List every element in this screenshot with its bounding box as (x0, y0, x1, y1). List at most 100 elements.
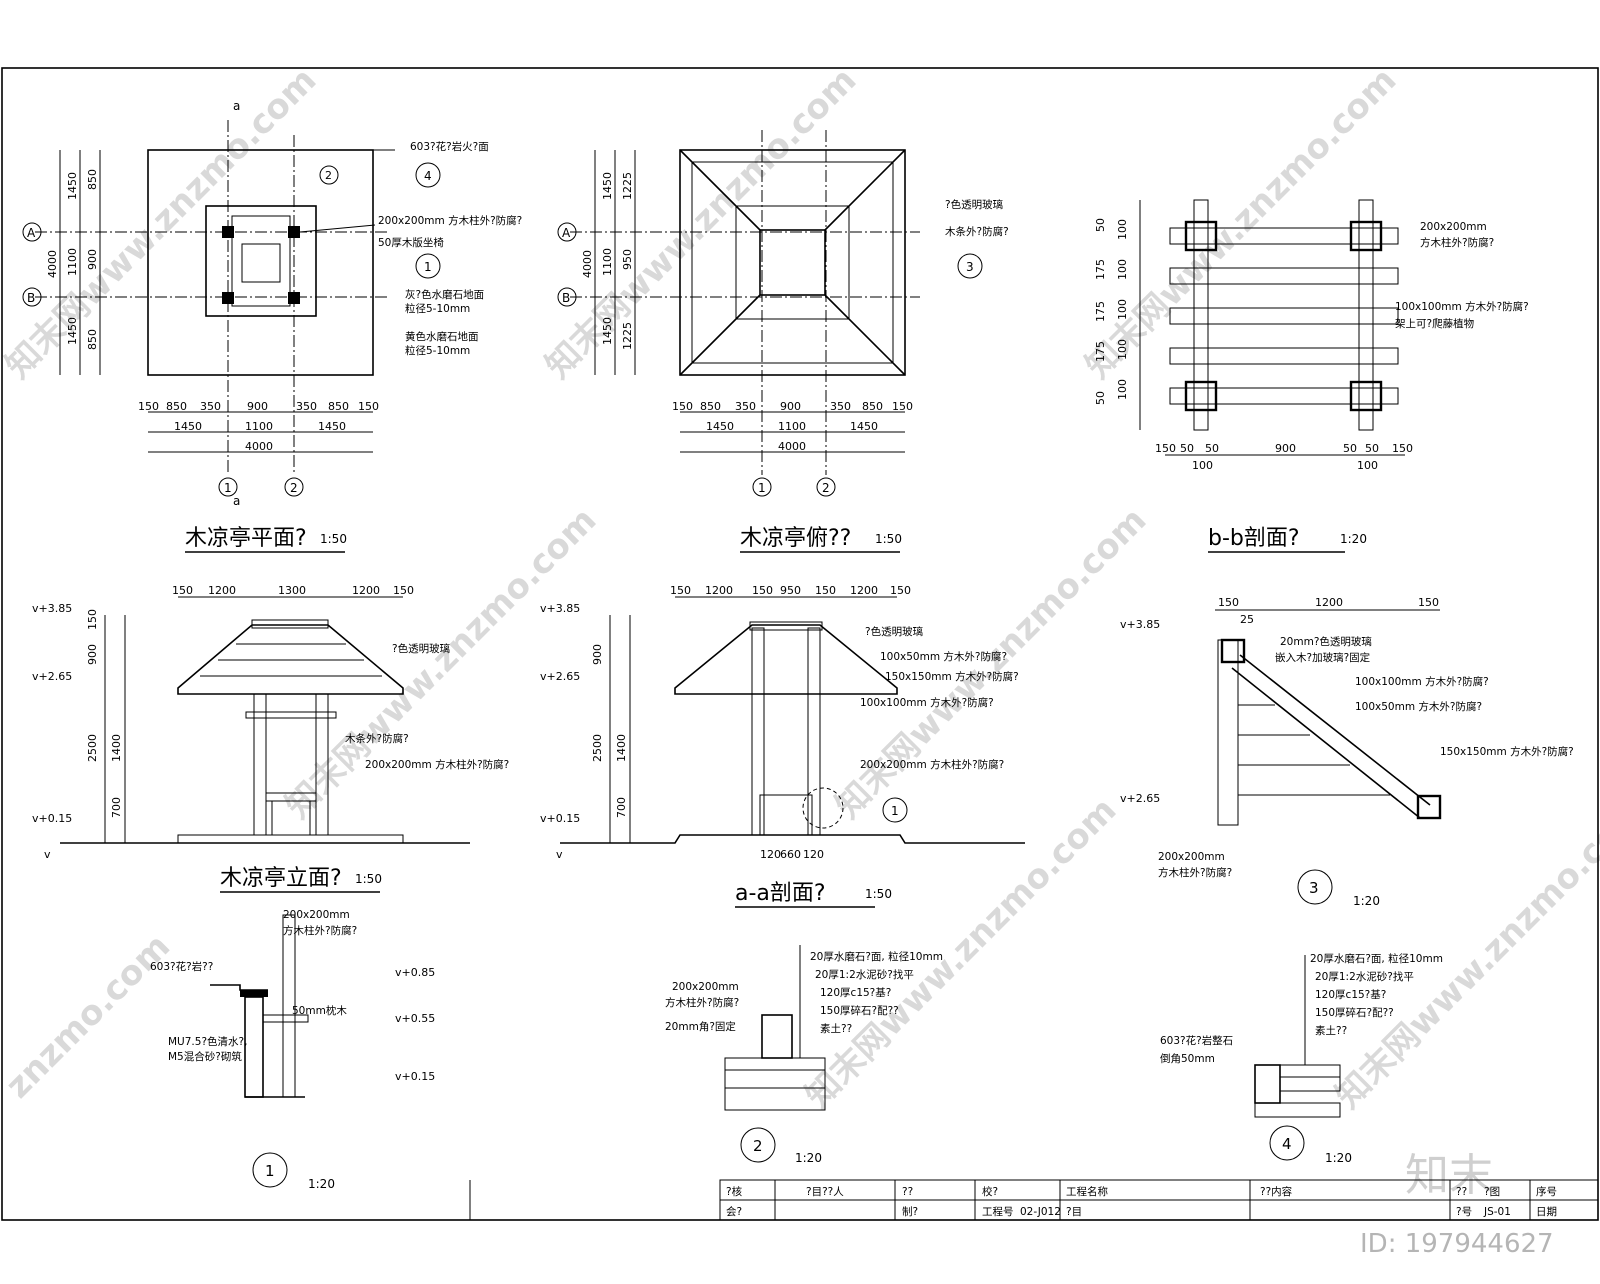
dim-text: 2500 (591, 734, 604, 762)
section-bb-view: 200x200mm 方木柱外?防腐? 100x100mm 方木外?防腐? 架上可… (1094, 199, 1529, 553)
hip-rafter (679, 294, 761, 376)
callout-label: 3 (1309, 879, 1319, 897)
axis-label: 2 (822, 481, 830, 495)
dim-text: 120 (760, 848, 781, 861)
note-glass: ?色透明玻璃 (392, 642, 450, 655)
trellis-beam (1169, 267, 1399, 285)
note-glass: ?色透明玻璃 (945, 198, 1003, 211)
dim-text: 350 (200, 400, 221, 413)
callout-label: 1 (424, 260, 432, 274)
roof-plan-view: A B 1 2 3 ?色透明玻璃 木条外?防腐? 4000 1450 1100 … (557, 130, 1009, 553)
note-glass: ?色透明玻璃 (865, 625, 923, 638)
bench-support (271, 800, 311, 836)
detail-callout-1 (252, 1152, 288, 1188)
leader-line (299, 224, 376, 233)
rafter-bottom (1231, 667, 1421, 819)
tb-item: ?目 (1066, 1206, 1082, 1218)
tb-countersign: 会? (726, 1205, 742, 1218)
view-scale: 1:50 (875, 532, 902, 546)
trellis-beam (1169, 387, 1399, 405)
dim-text: 150 (86, 609, 99, 630)
view-scale: 1:50 (320, 532, 347, 546)
level-mark: v+3.85 (32, 602, 72, 615)
dim-text: 150 (1418, 596, 1439, 609)
axis-label: A (562, 226, 571, 240)
note-wood: 木条外?防腐? (945, 225, 1009, 238)
bench-section (759, 794, 813, 836)
dim-text: 1200 (1315, 596, 1343, 609)
plan-outer-slab (147, 149, 374, 376)
post-section (1184, 220, 1218, 252)
view-scale: 1:20 (1325, 1151, 1352, 1165)
detail-1-view: 603?花?岩?? 200x200mm 方木柱外?防腐? MU7.5?色清水?,… (150, 909, 435, 1191)
tb-review: ?核 (726, 1185, 743, 1198)
watermark-logo: 知末 (1405, 1150, 1493, 1201)
note-soil: 素土?? (1315, 1024, 1347, 1037)
plan-view: A B 1 2 a a 1 4 2 603?花?岩火?面 200x200mm 方… (22, 99, 522, 553)
tb-stage: ?? (1456, 1186, 1467, 1198)
plan-post (222, 292, 234, 304)
view-scale: 1:20 (1340, 532, 1367, 546)
note-mortar: M5混合砂?砌筑 (168, 1050, 242, 1063)
section-mark-a: a (233, 494, 240, 508)
dim-text: 1450 (174, 420, 202, 433)
axis-label: 1 (758, 481, 766, 495)
watermark-text: 知末网www.znzmo.com (828, 500, 1154, 826)
dim-text: 150 (358, 400, 379, 413)
tb-project-name: 工程名称 (1066, 1185, 1108, 1198)
plan-platform (205, 205, 317, 317)
dim-text: 1450 (706, 420, 734, 433)
dim-text: 1100 (601, 248, 614, 276)
dim-text: 950 (780, 584, 801, 597)
dim-text: 1400 (615, 734, 628, 762)
dim-text: 4000 (245, 440, 273, 453)
note-soil: 素土?? (820, 1022, 852, 1035)
view-scale: 1:20 (308, 1177, 335, 1191)
dim-text: 1200 (352, 584, 380, 597)
axis-bubble-2 (284, 477, 304, 497)
post-section (1184, 380, 1218, 412)
gravel-layer (724, 1087, 826, 1111)
axis-label: 1 (224, 481, 232, 495)
dim-text: 900 (1275, 442, 1296, 455)
dim-text: 350 (296, 400, 317, 413)
dim-text: 1100 (66, 248, 79, 276)
level-mark: v+0.55 (395, 1012, 435, 1025)
dim-text: 25 (1240, 613, 1254, 626)
dim-text: 100 (1116, 339, 1129, 360)
terrazzo-layer (724, 1057, 826, 1071)
dim-text: 150 (1392, 442, 1413, 455)
dim-text: 1100 (778, 420, 806, 433)
callout-label: 3 (966, 260, 974, 274)
tb-content: ??内容 (1260, 1185, 1293, 1198)
post-elevation (1217, 639, 1239, 826)
note-beam-150: 150x150mm 方木外?防腐? (885, 670, 1019, 683)
watermark-id: ID: 197944627 (1360, 1229, 1554, 1259)
dim-text: 1450 (318, 420, 346, 433)
axis-bubble-1 (752, 477, 772, 497)
dim-text: 1400 (110, 734, 123, 762)
note-chamfer: 倒角50mm (1160, 1053, 1215, 1065)
dim-text: 150 (172, 584, 193, 597)
callout-label: 4 (424, 169, 432, 183)
axis-label: 2 (290, 481, 298, 495)
axis-bubble-2 (816, 477, 836, 497)
dim-text: 150 (1218, 596, 1239, 609)
dim-text: 850 (328, 400, 349, 413)
axis-bubble-a (557, 222, 577, 242)
note-post: 200x200mm 方木柱外?防腐? (365, 758, 509, 771)
dim-text: 150 (670, 584, 691, 597)
note-grain: 粒径5-10mm (405, 344, 470, 357)
dim-text: 1225 (621, 172, 634, 200)
plan-center (241, 243, 281, 283)
dim-text: 1450 (601, 172, 614, 200)
dim-text: 150 (138, 400, 159, 413)
note-beam-100x50: 100x50mm 方木外?防腐? (880, 650, 1007, 663)
detail-circle (802, 787, 844, 829)
note-c15: 120厚c15?基? (1315, 988, 1386, 1001)
tb-lead: ?目??人 (806, 1186, 844, 1198)
tb-drawn: 制? (902, 1205, 918, 1218)
note-post: 200x200mm 方木柱外?防腐? (860, 758, 1004, 771)
note-beam-100x50: 100x50mm 方木外?防腐? (1355, 700, 1482, 713)
note-angle: 20mm角?固定 (665, 1020, 736, 1033)
